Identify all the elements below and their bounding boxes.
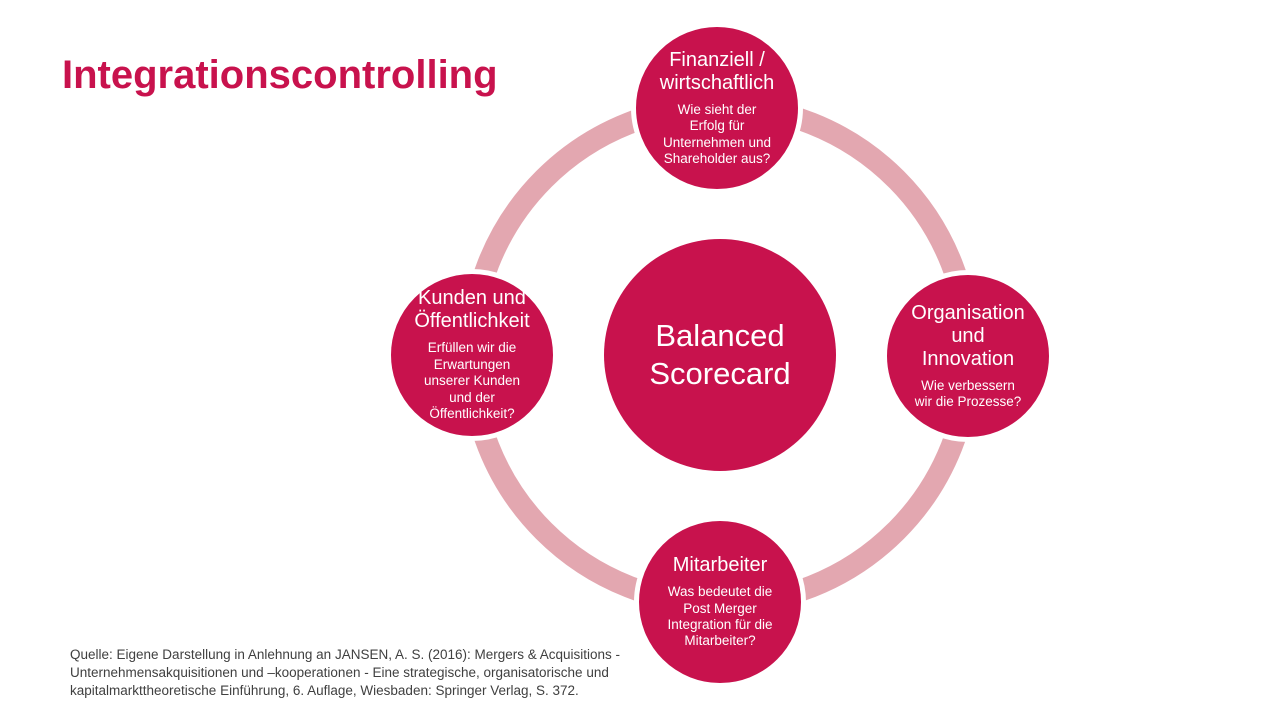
- node-title: Finanziell / wirtschaftlich: [659, 48, 775, 94]
- node-kunden-oeffentlichkeit: Kunden und Öffentlichkeit Erfüllen wir d…: [386, 269, 558, 441]
- page-title: Integrationscontrolling: [62, 53, 498, 97]
- source-citation: Quelle: Eigene Darstellung in Anlehnung …: [70, 647, 621, 699]
- node-title: Organisation und Innovation: [911, 301, 1025, 370]
- node-question: Erfüllen wir die Erwartungen unserer Kun…: [423, 340, 521, 422]
- node-title: Kunden und Öffentlichkeit: [414, 287, 530, 333]
- center-node-balanced-scorecard: Balanced Scorecard: [604, 239, 836, 471]
- node-organisation-innovation: Organisation und Innovation Wie verbesse…: [882, 270, 1054, 442]
- node-mitarbeiter: Mitarbeiter Was bedeutet die Post Merger…: [634, 516, 806, 688]
- center-node-label: Balanced Scorecard: [649, 318, 791, 391]
- node-question: Wie sieht der Erfolg für Unternehmen und…: [662, 101, 772, 166]
- node-question: Wie verbessern wir die Prozesse?: [914, 377, 1022, 409]
- node-finanziell-wirtschaftlich: Finanziell / wirtschaftlich Wie sieht de…: [631, 22, 803, 194]
- node-question: Was bedeutet die Post Merger Integration…: [667, 584, 773, 649]
- node-title: Mitarbeiter: [672, 554, 768, 577]
